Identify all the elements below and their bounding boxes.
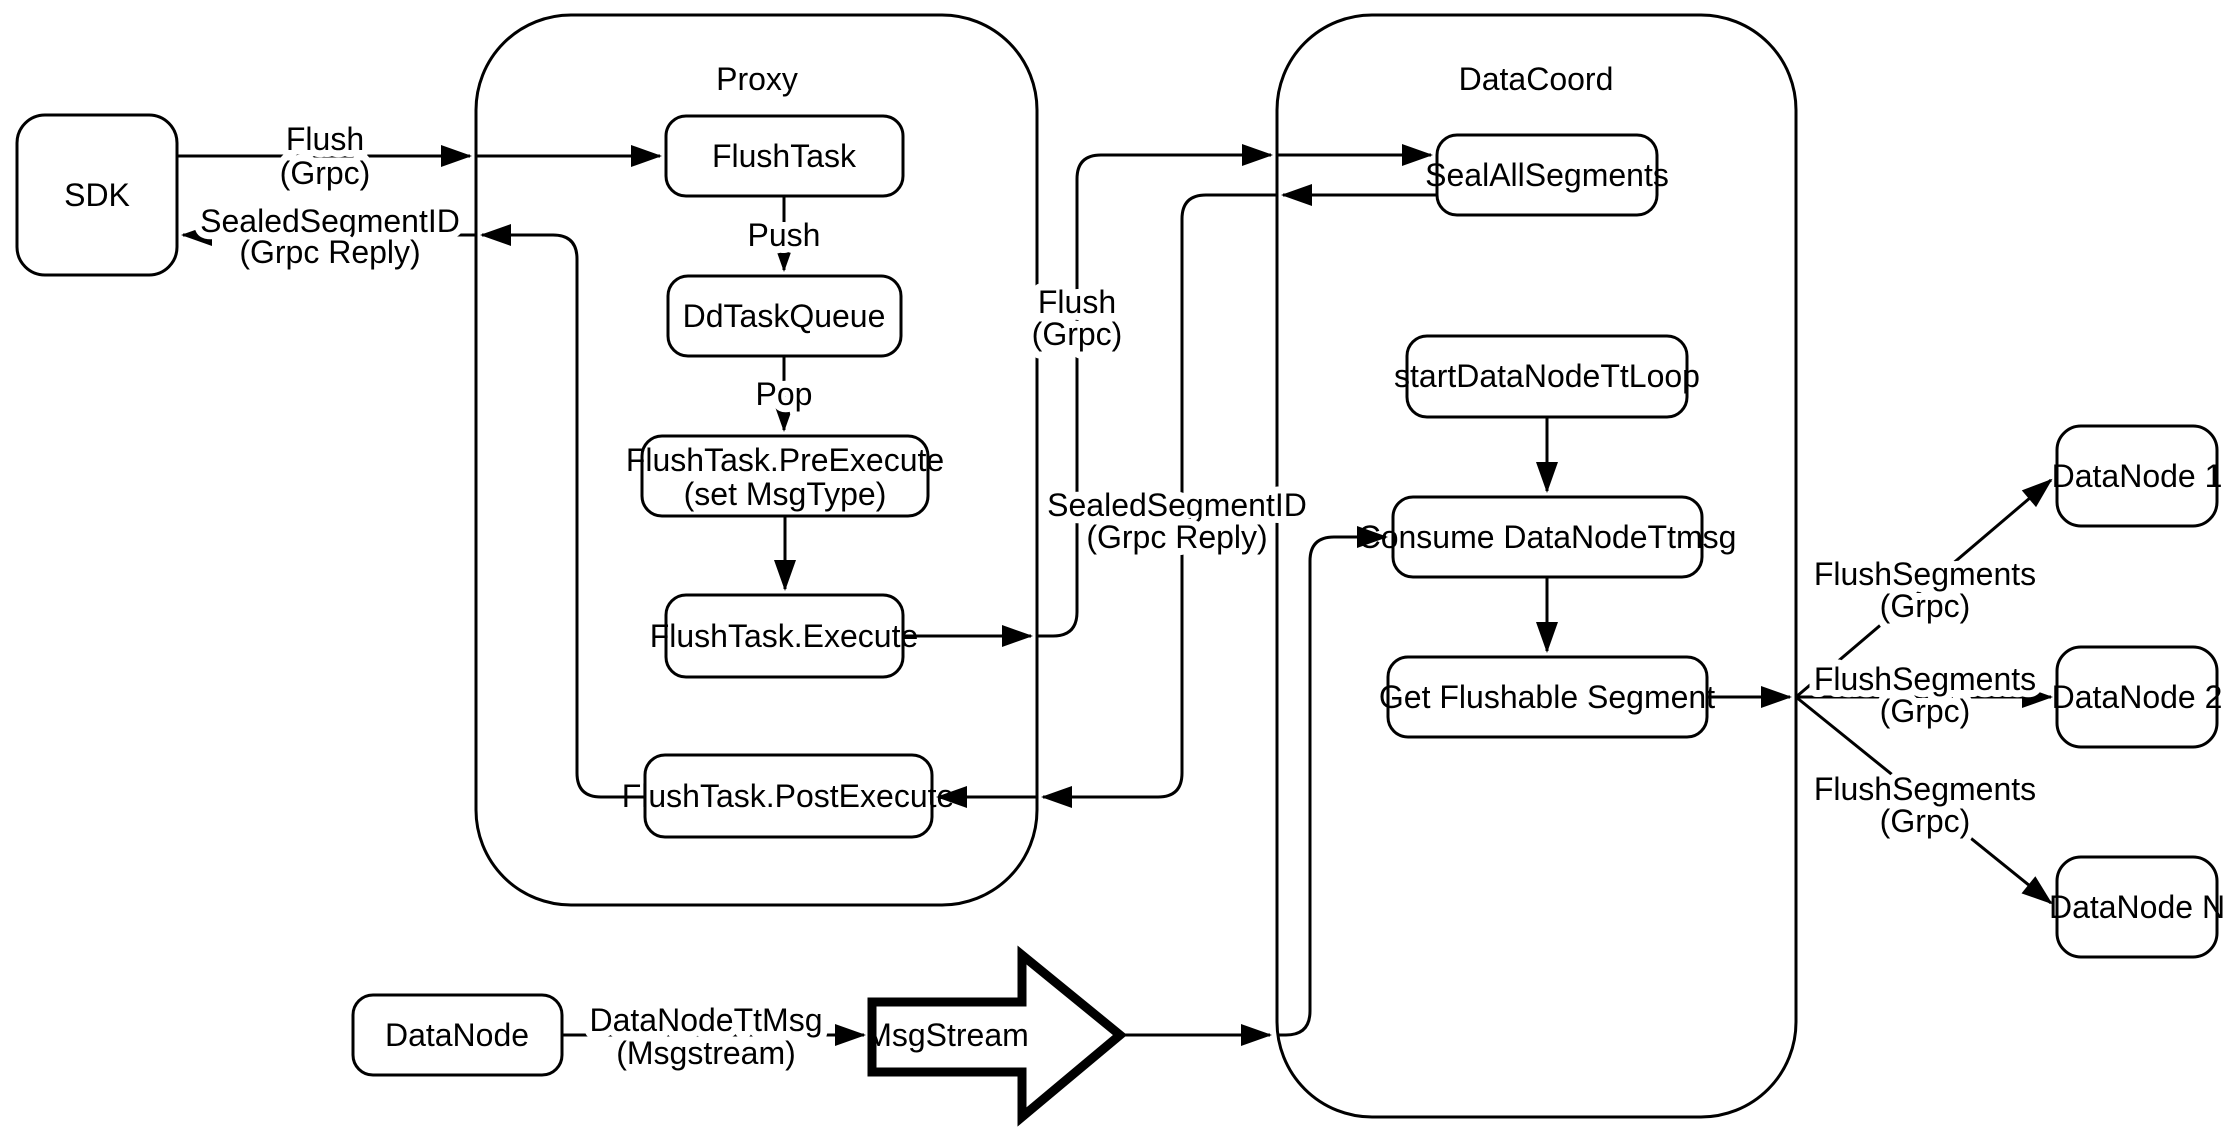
edge-label-sealedsegmentid-line1: SealedSegmentID bbox=[200, 203, 460, 239]
node-ddtaskqueue-label: DdTaskQueue bbox=[683, 298, 886, 334]
edge-label-flushsegments3-line1: FlushSegments bbox=[1814, 771, 2036, 807]
node-datanode bbox=[351, 993, 564, 1077]
node-getflushablesegment-label: Get Flushable Segment bbox=[1379, 679, 1715, 715]
node-sealallsegments-label: SealAllSegments bbox=[1425, 157, 1669, 193]
node-datanode2 bbox=[2055, 645, 2219, 749]
edge-label-flushsegments1-line1: FlushSegments bbox=[1814, 556, 2036, 592]
node-getflushablesegment bbox=[1386, 655, 1709, 739]
node-sealallsegments bbox=[1435, 133, 1659, 217]
container-datacoord bbox=[1275, 13, 1798, 1119]
edge-label-datanodettmsg-line2: (Msgstream) bbox=[616, 1035, 796, 1071]
node-execute-label: FlushTask.Execute bbox=[650, 618, 919, 654]
node-datanode-label: DataNode bbox=[385, 1017, 529, 1053]
edge-fan-to-datanoden bbox=[1795, 695, 2053, 905]
msgstream-block-arrow-icon bbox=[867, 945, 1128, 1127]
edge-label-flushsegments2-line1: FlushSegments bbox=[1814, 661, 2036, 697]
node-preexecute-label-line1: FlushTask.PreExecute bbox=[626, 442, 944, 478]
node-postexecute bbox=[643, 753, 934, 839]
node-consumedatanodettmsg-label: Consume DataNodeTtmsg bbox=[1358, 519, 1737, 555]
edge-postexecute-to-proxy-edge bbox=[480, 224, 645, 799]
edge-label-flush-grpc-line1: Flush bbox=[286, 121, 364, 157]
node-datanode1-label: DataNode 1 bbox=[2052, 458, 2223, 494]
node-sdk bbox=[15, 113, 179, 277]
edge-label-coord-reply-line2: (Grpc Reply) bbox=[1086, 519, 1267, 555]
edge-label-coord-flush-line1: Flush bbox=[1038, 284, 1116, 320]
edge-datacoord-to-proxy-reply bbox=[1041, 193, 1277, 808]
node-sdk-label: SDK bbox=[64, 177, 130, 213]
edge-label-sealedsegmentid-line2: (Grpc Reply) bbox=[239, 234, 420, 270]
container-proxy-title: Proxy bbox=[716, 61, 798, 97]
edge-label-flushsegments1-line2: (Grpc) bbox=[1880, 588, 1971, 624]
edge-label-flushsegments3-line2: (Grpc) bbox=[1880, 803, 1971, 839]
edge-fan-to-datanode1 bbox=[1795, 478, 2053, 699]
node-execute bbox=[664, 593, 905, 679]
edge-label-datanodettmsg-line1: DataNodeTtMsg bbox=[590, 1002, 823, 1038]
edge-datacoord-to-consume bbox=[1277, 526, 1388, 1037]
node-msgstream-label: MsgStream bbox=[865, 1017, 1029, 1053]
edge-label-flush-grpc-line2: (Grpc) bbox=[280, 155, 371, 191]
container-datacoord-title: DataCoord bbox=[1459, 61, 1614, 97]
edge-label-coord-flush-line2: (Grpc) bbox=[1032, 316, 1123, 352]
node-datanode1 bbox=[2055, 424, 2219, 528]
edge-label-coord-reply-line1: SealedSegmentID bbox=[1047, 487, 1307, 523]
node-preexecute-label-line2: (set MsgType) bbox=[684, 476, 887, 512]
node-flushtask bbox=[664, 114, 905, 198]
node-ddtaskqueue bbox=[666, 274, 903, 358]
node-startdatanodettloop-label: startDataNodeTtLoop bbox=[1394, 358, 1700, 394]
node-postexecute-label: FlushTask.PostExecute bbox=[622, 778, 955, 814]
edge-label-push: Push bbox=[748, 217, 821, 253]
node-datanoden bbox=[2055, 855, 2219, 959]
node-datanoden-label: DataNode N bbox=[2049, 889, 2225, 925]
edge-label-flushsegments2-line2: (Grpc) bbox=[1880, 693, 1971, 729]
edge-proxy-to-datacoord-flush bbox=[1037, 144, 1273, 638]
node-flushtask-label: FlushTask bbox=[712, 138, 857, 174]
node-preexecute bbox=[640, 434, 930, 518]
edge-label-pop: Pop bbox=[756, 376, 813, 412]
node-consumedatanodettmsg bbox=[1391, 495, 1704, 579]
node-startdatanodettloop bbox=[1405, 334, 1689, 419]
node-datanode2-label: DataNode 2 bbox=[2052, 679, 2223, 715]
container-proxy bbox=[474, 13, 1039, 907]
